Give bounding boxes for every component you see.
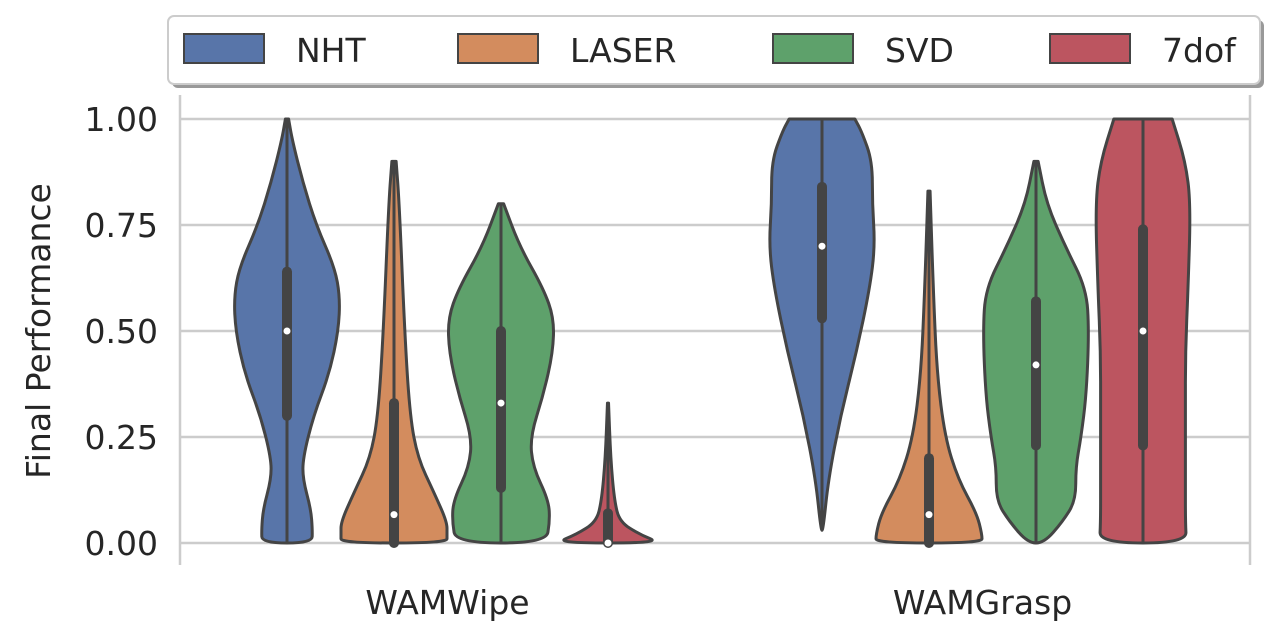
x-tick-label: WAMGrasp	[893, 583, 1072, 622]
legend-item-nht: NHT	[183, 31, 367, 70]
violin-nht-wamwipe	[233, 117, 341, 545]
legend-swatch	[1049, 33, 1131, 64]
legend-item-7dof: 7dof	[1049, 31, 1237, 70]
legend-box	[167, 15, 1261, 85]
violin-svd-wamwipe	[446, 202, 556, 545]
legend-swatch	[183, 33, 265, 64]
legend-label: 7dof	[1162, 31, 1237, 70]
y-tick-label: 1.00	[85, 100, 158, 139]
violin-laser-wamwipe	[339, 159, 449, 548]
median-dot	[497, 399, 505, 407]
median-dot	[1139, 327, 1147, 335]
y-tick-label: 0.00	[85, 524, 158, 563]
y-tick-label: 0.75	[85, 206, 158, 245]
legend-label: LASER	[570, 31, 676, 70]
legend-swatch	[457, 33, 539, 64]
y-axis-label: Final Performance	[19, 183, 58, 479]
violin-7dof-wamgrasp	[1094, 117, 1192, 545]
median-dot	[818, 242, 826, 250]
y-tick-label: 0.25	[85, 418, 158, 457]
legend-label: NHT	[296, 31, 367, 70]
median-dot	[1032, 361, 1040, 369]
legend-label: SVD	[885, 31, 954, 70]
legend-swatch	[772, 33, 854, 64]
legend-item-svd: SVD	[772, 31, 954, 70]
median-dot	[604, 539, 612, 547]
legend-item-laser: LASER	[457, 31, 676, 70]
y-tick-label: 0.50	[85, 312, 158, 351]
median-dot	[390, 511, 398, 519]
violin-nht-wamgrasp	[768, 117, 876, 532]
x-tick-label: WAMWipe	[365, 583, 529, 622]
violin-laser-wamgrasp	[874, 189, 984, 548]
violin-7dof-wamwipe	[562, 401, 654, 548]
violin-svd-wamgrasp	[982, 159, 1090, 545]
median-dot	[283, 327, 291, 335]
median-dot	[925, 511, 933, 519]
